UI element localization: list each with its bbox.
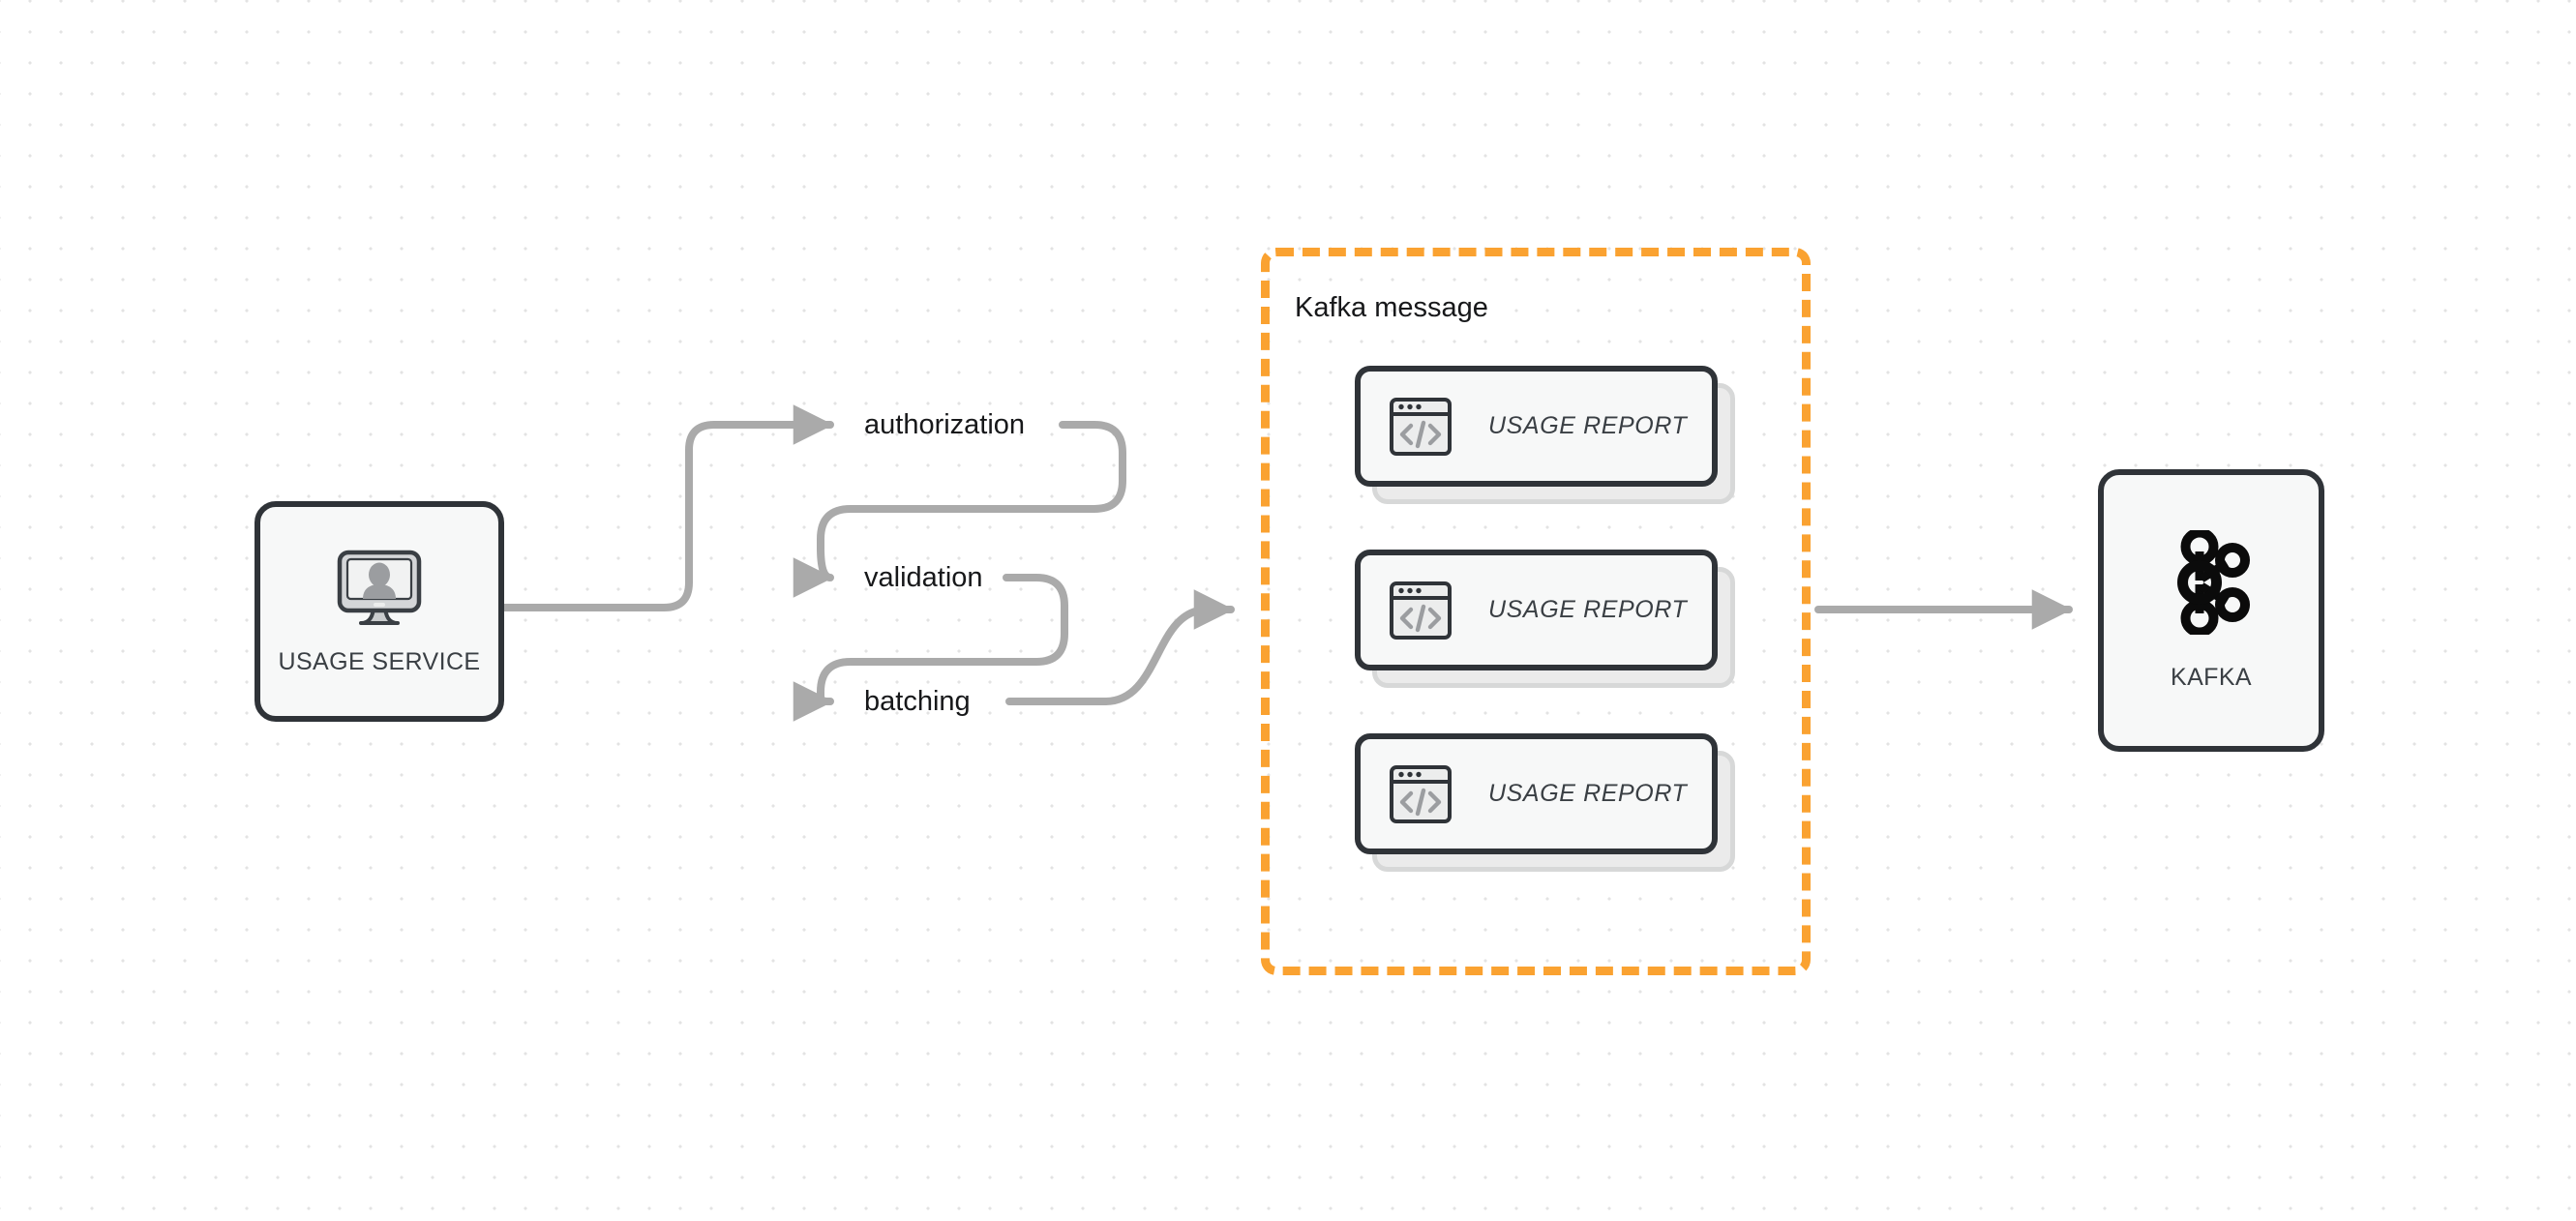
usage-report-card-label: USAGE REPORT (1488, 596, 1688, 623)
edge-label-batching: batching (864, 686, 971, 717)
card-front[interactable]: USAGE REPORT (1355, 550, 1718, 670)
edge-path-to-kafka-message (1005, 589, 1235, 705)
code-window-icon (1388, 761, 1453, 827)
usage-report-card-label: USAGE REPORT (1488, 780, 1688, 807)
usage-report-card[interactable]: USAGE REPORT (1355, 550, 1735, 688)
usage-report-card[interactable]: USAGE REPORT (1355, 733, 1735, 872)
code-window-icon (1388, 394, 1453, 460)
node-usage-service[interactable]: USAGE SERVICE (255, 501, 504, 722)
edge-path-to-authorization (500, 404, 834, 611)
node-kafka-label: KAFKA (2171, 663, 2252, 691)
edge-label-validation: validation (864, 562, 983, 593)
group-kafka-message[interactable] (1261, 248, 1811, 975)
usage-report-card[interactable]: USAGE REPORT (1355, 366, 1735, 504)
usage-report-card-label: USAGE REPORT (1488, 412, 1688, 439)
edge-path-to-validation (793, 421, 1126, 598)
node-usage-service-label: USAGE SERVICE (278, 647, 481, 675)
edge-path-to-batching (793, 574, 1068, 722)
node-kafka[interactable]: KAFKA (2098, 469, 2324, 752)
kafka-logo-icon (2170, 529, 2253, 635)
group-kafka-message-title: Kafka message (1295, 292, 1488, 323)
edge-label-authorization: authorization (864, 409, 1026, 440)
card-front[interactable]: USAGE REPORT (1355, 733, 1718, 854)
monitor-user-icon (333, 548, 426, 631)
card-front[interactable]: USAGE REPORT (1355, 366, 1718, 487)
code-window-icon (1388, 578, 1453, 643)
